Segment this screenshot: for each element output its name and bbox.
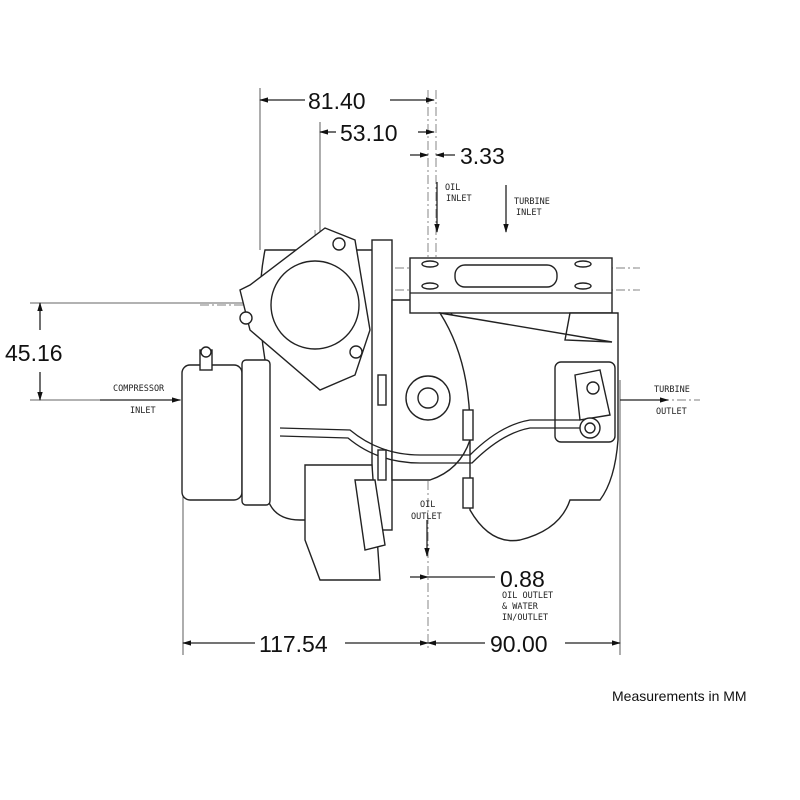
svg-text:INLET: INLET [130,406,156,416]
oil-outlet-water-label: OIL OUTLET & WATER IN/OUTLET [502,591,553,623]
units-note: Measurements in MM [612,688,747,704]
turbine-inlet-label: TURBINE INLET [514,197,550,218]
dimension-81-40: 81.40 [308,88,366,114]
wastegate-actuator [181,364,243,501]
oil-outlet-label: OIL OUTLET [411,500,442,522]
turbocharger-body [181,227,619,581]
dimension-90-00: 90.00 [490,631,548,657]
flow-arrows [100,182,669,557]
svg-text:IN/OUTLET: IN/OUTLET [502,613,548,623]
water-pipe [279,419,580,456]
turbine-outlet-label: TURBINE OUTLET [654,385,690,417]
oil-inlet-label: OIL INLET [445,183,472,204]
dimension-45-16: 45.16 [5,340,63,366]
dimension-53-10: 53.10 [340,120,398,146]
dimension-lines [37,97,621,646]
svg-text:INLET: INLET [516,208,542,218]
svg-text:OUTLET: OUTLET [656,407,687,417]
dimension-0-88: 0.88 [500,566,545,592]
dimension-3-33: 3.33 [460,143,505,169]
compressor-inlet-label: COMPRESSOR INLET [113,384,165,416]
svg-text:OIL: OIL [445,183,460,193]
svg-text:INLET: INLET [446,194,472,204]
svg-text:OIL OUTLET: OIL OUTLET [502,591,553,601]
svg-text:OIL: OIL [420,500,435,510]
svg-text:TURBINE: TURBINE [514,197,550,207]
svg-text:TURBINE: TURBINE [654,385,690,395]
dimension-117-54: 117.54 [259,631,328,657]
svg-text:COMPRESSOR: COMPRESSOR [113,384,165,394]
svg-text:OUTLET: OUTLET [411,512,442,522]
svg-text:& WATER: & WATER [502,602,539,612]
